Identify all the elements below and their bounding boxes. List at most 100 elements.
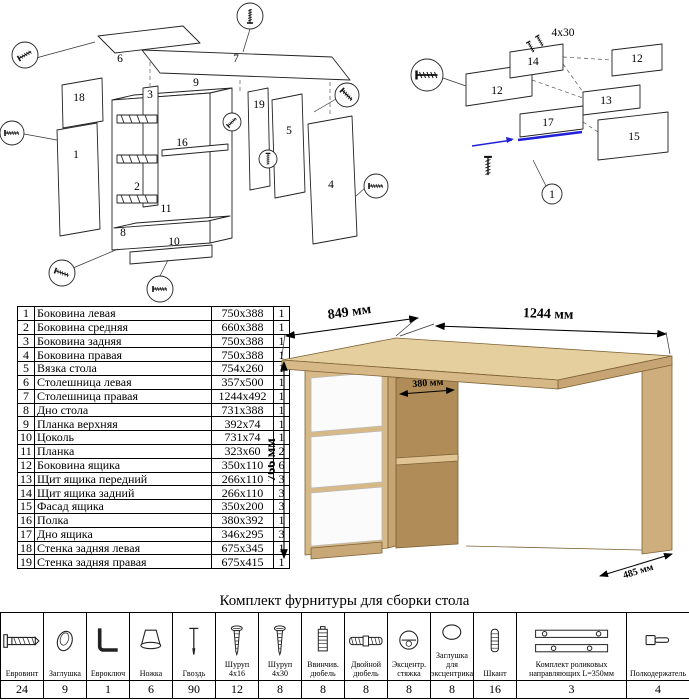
part-size: 323x60 [211, 443, 274, 459]
part-name: Боковина средняя [34, 319, 212, 335]
hardware-item-cell: Комплект роликовых направляющих L=350мм [516, 612, 627, 681]
screw-size-label: 4x30 [552, 27, 575, 39]
hardware-item-name: Шуруп 4x16 [224, 659, 250, 678]
screw-callout [410, 58, 444, 92]
part-size: 675x345 [211, 540, 274, 556]
drawer-front [310, 371, 383, 433]
rail-arrowhead [506, 137, 514, 143]
hardware-item-name: Эксцентр. стяжка [391, 659, 427, 678]
panel-top-left-6 [97, 25, 201, 54]
part-number-label: 18 [73, 92, 85, 104]
part-name: Полка [34, 512, 212, 528]
bottom-panel-8 [113, 215, 231, 229]
exploded-panels [56, 25, 358, 265]
part-name: Планка верхняя [34, 416, 212, 432]
part-number-label: 10 [168, 236, 180, 248]
hardware-kit-title: Комплект фурнитуры для сборки стола [219, 593, 470, 609]
part-size: 754x260 [211, 361, 274, 376]
step-callout-circle [541, 183, 563, 205]
part-number: 19 [17, 554, 35, 570]
desk-body [281, 337, 673, 560]
part-name: Боковина задняя [34, 333, 212, 349]
part-number-label: 1 [73, 149, 79, 161]
part-name: Столешница правая [34, 388, 212, 404]
part-size: 731x74 [211, 430, 274, 445]
hardware-item-qty: 16 [473, 679, 517, 699]
hex-key-icon [88, 622, 128, 660]
hardware-item-qty: 4 [626, 679, 689, 699]
hardware-item-name: Шуруп 4x30 [267, 659, 293, 678]
hardware-item-cell: Гвоздь [172, 612, 216, 681]
wood-dowel-icon [475, 622, 515, 660]
part-name: Фасад ящика [34, 499, 212, 514]
main-assembly-diagram: 18 1 6 7 3 9 16 2 11 8 10 19 5 4 [0, 2, 389, 303]
panel-tie-5 [271, 93, 306, 199]
part-size: 675x415 [211, 554, 274, 570]
hardware-item-cell: Двойной дюбель [344, 612, 388, 681]
part-size: 350x110 [211, 457, 274, 473]
cam-cover-icon [432, 614, 472, 652]
hardware-item-name: Шкант [483, 668, 507, 678]
part-number: 7 [17, 388, 35, 404]
part-size: 266x110 [211, 485, 274, 501]
part-size: 750x388 [211, 306, 274, 321]
hardware-item-qty: 3 [516, 679, 627, 699]
part-size: 392x74 [211, 416, 274, 432]
part-number-label: 11 [160, 203, 171, 215]
part-size: 731x388 [211, 402, 274, 418]
part-name: Стенка задняя левая [34, 540, 212, 556]
part-name: Столешница левая [34, 374, 212, 390]
part-number: 9 [17, 416, 35, 432]
drawer-front [310, 430, 383, 489]
part-number: 18 [17, 540, 35, 556]
hardware-item-name: Полкодержатель [629, 668, 687, 678]
part-name: Щит ящика передний [34, 471, 212, 487]
part-number: 8 [17, 402, 35, 418]
hardware-item-cell: Заглушка [43, 612, 87, 681]
hardware-item-qty: 8 [387, 679, 431, 699]
panel-back-middle-3 [142, 85, 159, 208]
part-size: 357x500 [211, 374, 274, 390]
part-number-label: 13 [600, 95, 612, 107]
part-number: 12 [17, 457, 35, 473]
back-bottom-edge [465, 545, 643, 551]
hardware-item-cell: Заглушка для эксцентрика [430, 612, 474, 681]
drawer-bottom-17 [519, 105, 584, 138]
part-number-label: 2 [134, 181, 140, 193]
part-number-label: 15 [628, 131, 640, 143]
part-name: Боковина ящика [34, 457, 212, 473]
part-number-label: 3 [147, 89, 153, 101]
detail-labels: 14 12 12 13 17 15 4x30 1 [491, 27, 643, 205]
drawer-back-14 [509, 43, 564, 79]
part-size: 346x295 [211, 526, 274, 542]
shelf-support-icon [628, 622, 688, 660]
dimension-label-shelf-depth: 380 мм [412, 377, 444, 390]
hardware-item-cell: Полкодержатель [626, 612, 689, 681]
drawer-side-12-right [611, 43, 663, 77]
part-number-labels: 18 1 6 7 3 9 16 2 11 8 10 19 5 4 [73, 53, 334, 248]
hardware-item-cell: Евроключ [86, 612, 130, 681]
hardware-item-cell: Ножка [129, 612, 173, 681]
panel-back-left-18 [61, 77, 104, 129]
part-number: 15 [17, 499, 35, 514]
shelf-16 [161, 143, 229, 157]
part-number-label: 5 [286, 125, 292, 137]
part-name: Цоколь [34, 430, 212, 445]
fastener-callouts [0, 2, 389, 303]
drawer-facade-15 [597, 111, 669, 161]
part-number: 3 [17, 333, 35, 349]
